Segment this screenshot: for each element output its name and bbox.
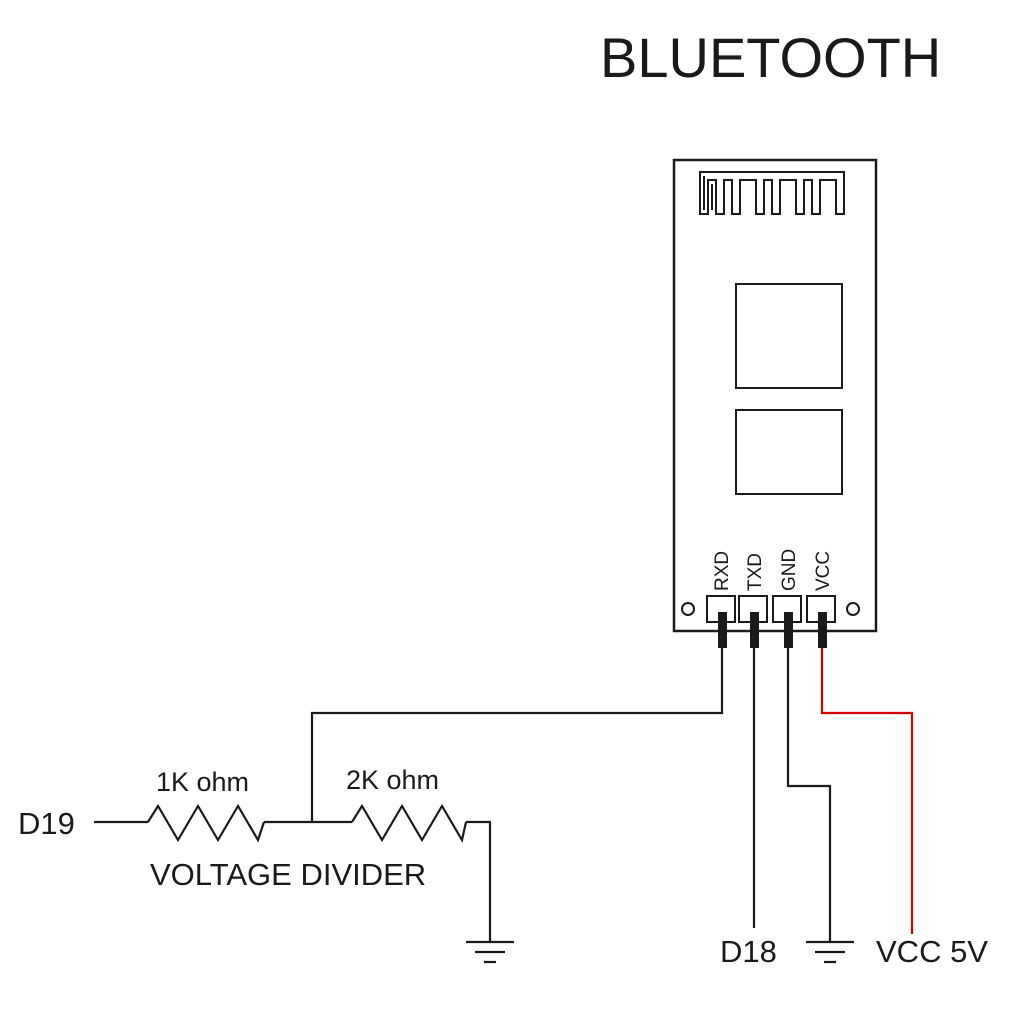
pin-label-txd: TXD [745, 553, 766, 591]
module-board-outline [672, 158, 878, 633]
resistor-2k-label: 2K ohm [346, 765, 439, 795]
pin-label-vcc: VCC [813, 551, 834, 591]
wire-gnd [786, 648, 832, 942]
net-label-vcc-5v: VCC 5V [876, 934, 988, 969]
pin-label-gnd: GND [779, 549, 800, 591]
voltage-divider-label: VOLTAGE DIVIDER [150, 857, 426, 892]
diagram-title: BLUETOOTH [600, 26, 941, 89]
pin-header-gnd [784, 612, 793, 648]
resistor-2k-icon [351, 803, 468, 843]
wire-rxd [310, 648, 724, 822]
resistor-1k-label: 1K ohm [156, 767, 249, 797]
resistor-1k-icon [147, 803, 266, 843]
pin-label-rxd: RXD [712, 551, 733, 591]
module-chip-upper [735, 283, 843, 389]
ground-symbol-module-icon [806, 940, 854, 964]
mount-hole-left-icon [681, 602, 695, 616]
antenna-trace-icon [699, 171, 845, 215]
ground-symbol-divider-icon [466, 940, 514, 964]
module-chip-lower [735, 409, 843, 495]
pin-header-rxd [718, 612, 727, 648]
wires [94, 648, 914, 942]
net-label-d19: D19 [18, 806, 75, 841]
net-label-d18: D18 [720, 934, 777, 969]
wire-divider-ground [466, 820, 492, 942]
wire-vcc [820, 648, 914, 934]
mount-hole-right-icon [846, 602, 860, 616]
bluetooth-module: RXD TXD GND VCC [672, 158, 878, 648]
pin-header-txd [750, 612, 759, 648]
pin-header-vcc [818, 612, 827, 648]
